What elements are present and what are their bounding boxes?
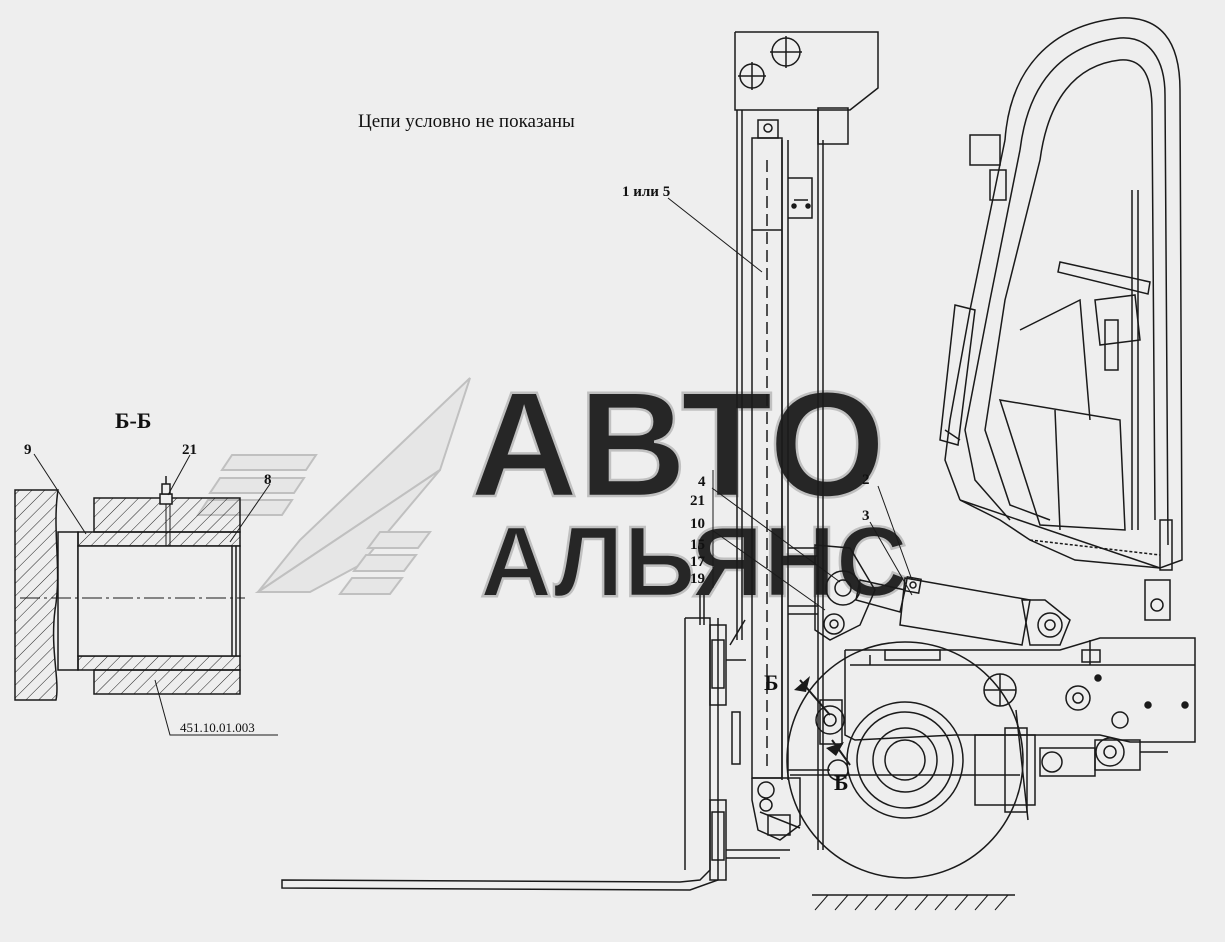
callout-10: 10 (690, 516, 705, 532)
callout-17: 17 (690, 554, 706, 570)
section-title: Б-Б (115, 408, 151, 433)
fork-carriage (281, 595, 790, 891)
callout-4: 4 (698, 474, 706, 490)
watermark-logo: АВТО АЛЬЯНС (196, 359, 909, 619)
callout-leaders (667, 197, 913, 766)
callout-15: 15 (690, 537, 705, 553)
callout-3: 3 (862, 508, 870, 524)
tilt-cylinder (814, 544, 1071, 646)
watermark-line2: АЛЬЯНС (480, 506, 908, 618)
callout-2: 2 (862, 472, 870, 488)
callout-21: 21 (690, 493, 705, 509)
callout-8: 8 (264, 472, 272, 488)
callout-19: 19 (690, 571, 705, 587)
front-wheel (786, 641, 1168, 911)
callout-9: 9 (24, 442, 32, 458)
chassis-frame (844, 637, 1196, 743)
part-number: 451.10.01.003 (180, 720, 255, 735)
callout-1-or-5: 1 или 5 (622, 184, 670, 200)
section-mark-lower: Б (834, 770, 849, 795)
section-detail (14, 453, 278, 736)
callout-21-detail: 21 (182, 442, 197, 458)
operator-cab (939, 17, 1183, 621)
watermark-line1: АВТО (470, 360, 886, 528)
section-mark-upper: Б (764, 670, 779, 695)
drawing-note: Цепи условно не показаны (358, 111, 575, 132)
